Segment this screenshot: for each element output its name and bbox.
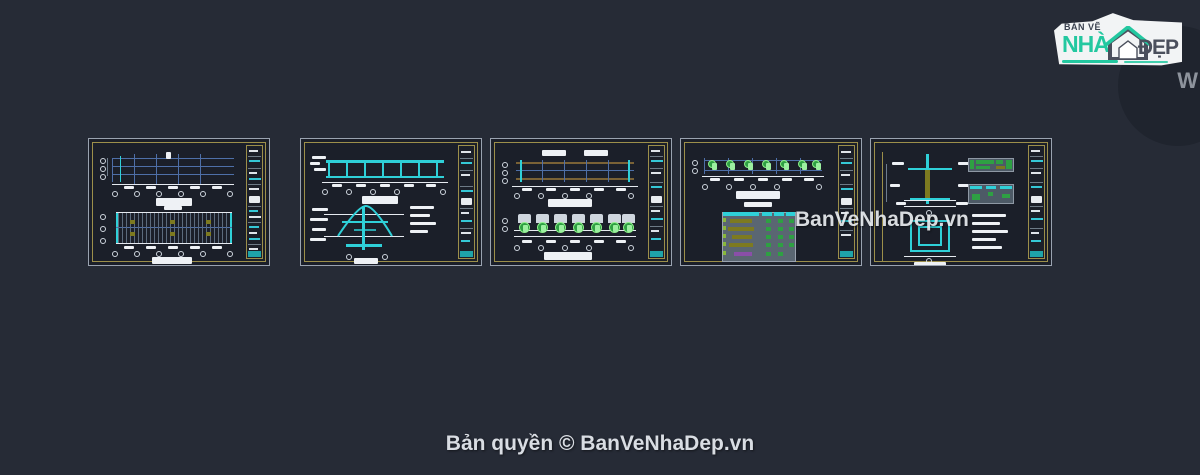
drawing-sheet-frame-detail[interactable] [300,138,482,266]
title-block [648,145,665,259]
title-block [1028,145,1045,259]
drawing-sheet-plan-elevation[interactable] [88,138,270,266]
title-block [458,145,475,259]
sheet-border [494,142,668,262]
drawing-sheet-foundation-detail[interactable] [870,138,1052,266]
title-block [246,145,263,259]
logo-suffix-text: ĐẸP [1137,36,1179,59]
drawing-sheet-schedule-table[interactable] [680,138,862,266]
sheet-border [874,142,1048,262]
truss-detail-icon [337,204,393,237]
logo-underline [1062,60,1118,63]
watermark-text: BanVeNhaDep.vn [795,208,969,231]
sheet-canvas [876,144,1046,265]
sheet-border [304,142,478,262]
logo-top-text: BẢN VẼ [1064,22,1102,32]
sheet-canvas [496,144,666,260]
logo-main-text: NHÀ [1062,31,1110,57]
logo-underline-secondary [1124,61,1168,63]
sheet-canvas [94,144,264,264]
site-logo[interactable]: BẢN VẼ NHÀ ĐẸP [1054,12,1182,70]
sheet-canvas [306,144,476,264]
house-icon [1106,26,1150,60]
sheet-canvas [686,144,856,262]
partial-w-letter: W [1177,68,1198,93]
drawing-sheet-column-layout[interactable] [490,138,672,266]
copyright-footer: Bản quyền © BanVeNhaDep.vn [445,432,755,455]
title-block [838,145,855,259]
